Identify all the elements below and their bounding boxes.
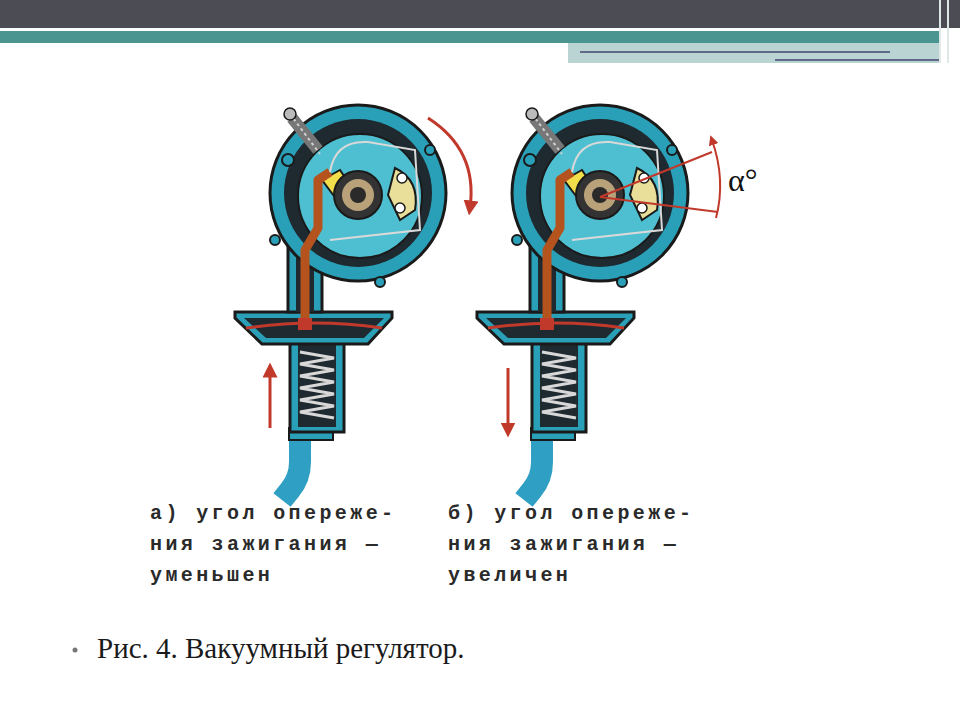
header-stripe [0,31,940,43]
sub-caption: а) угол опереже- ния зажигания — уменьше… [150,498,412,591]
angle-label: α° [728,162,758,199]
bullet-dot [73,648,78,653]
header-bar [0,0,960,28]
header-panel [568,43,940,63]
vacuum-regulator-b [477,105,688,500]
sub-caption: б) угол опереже- ния зажигания — увеличе… [448,498,710,591]
vacuum-regulator-a [235,105,446,500]
figure-caption: Рис. 4. Вакуумный регулятор. [97,632,465,665]
